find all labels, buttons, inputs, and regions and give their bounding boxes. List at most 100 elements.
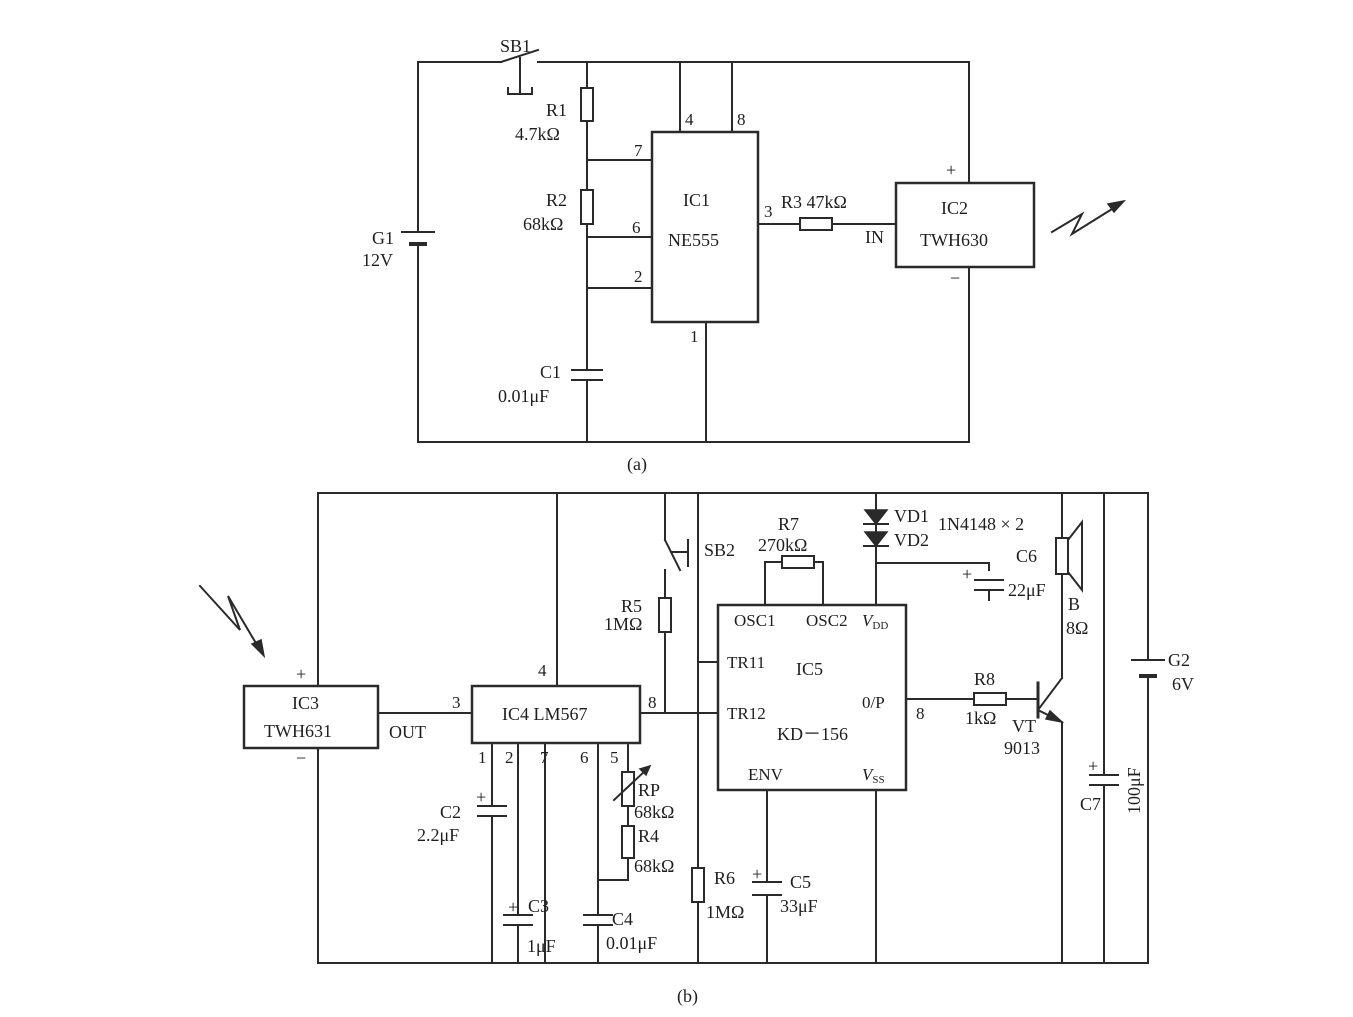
ic4-pin-5: 5 [610,748,619,767]
ic1-label: IC1 [683,190,710,210]
ic2-plus: + [946,160,956,180]
g1-label: G1 [372,228,394,248]
ic1-value: NE555 [668,230,719,250]
r1-resistor [580,87,594,122]
r3-label: R3 47kΩ [781,192,847,212]
ic1-pin-8: 8 [737,110,746,129]
vd1-label: VD1 [894,506,929,526]
ic5-pin-vss: VSS [862,765,885,786]
r8-resistor [973,692,1007,706]
ic5-pin-env: ENV [748,765,784,784]
ic4-pin-6: 6 [580,748,589,767]
r2-resistor [580,189,594,225]
sb1-switch: SB1 [499,36,540,95]
ic5-kd156 [716,603,908,792]
r5-label: R5 [621,596,642,616]
ic2-twh630 [894,181,1036,269]
ic5-pin-vdd: VDD [862,611,888,632]
ic5-pin-tr11: TR11 [727,653,765,672]
r2-label: R2 [546,190,567,210]
g1-battery [401,231,435,257]
c2-plus: + [476,787,486,807]
rp-potentiometer [621,771,635,807]
c6-label: C6 [1016,546,1037,566]
c2-value: 2.2μF [417,825,459,845]
vt-value: 9013 [1004,738,1040,758]
r6-resistor [691,867,705,903]
ic5-pin-osc1: OSC1 [734,611,776,630]
c6-capacitor [974,579,1004,591]
c4-label: C4 [612,909,633,929]
c3-label: C3 [528,896,549,916]
ic4-pin-2: 2 [505,748,514,767]
c6-value: 22μF [1008,580,1046,600]
ic1-pin-7: 7 [634,141,643,160]
out-label: OUT [389,722,426,742]
rp-label: RP [638,780,660,800]
c1-value: 0.01μF [498,386,549,406]
vd-value: 1N4148 × 2 [938,514,1024,534]
ic4-pin-7: 7 [540,748,549,767]
r5-resistor [658,597,672,633]
vd2-label: VD2 [894,530,929,550]
ic5-pin-op: 0/P [862,693,885,712]
c7-capacitor [1089,774,1119,786]
ic3-label: IC3 [292,693,319,713]
ic4-pin-4: 4 [538,661,547,680]
ic2-minus: − [950,268,960,288]
c5-capacitor [752,881,782,896]
r3-resistor [799,217,833,231]
c4-capacitor [583,914,613,926]
r4-resistor [621,825,635,859]
g2-value: 6V [1172,674,1194,694]
ic3-plus: + [296,664,306,684]
ic3-minus: − [296,748,306,768]
vt-transistor [1036,681,1065,724]
g2-label: G2 [1168,650,1190,670]
c5-label: C5 [790,872,811,892]
r1-value: 4.7kΩ [515,124,560,144]
ic5-pin-osc2: OSC2 [806,611,848,630]
c5-value: 33μF [780,896,818,916]
vd1-diode [863,509,889,526]
c2-label: C2 [440,802,461,822]
r1-label: R1 [546,100,567,120]
r2-value: 68kΩ [523,214,563,234]
c7-label: C7 [1080,794,1101,814]
r6-label: R6 [714,868,735,888]
c3-plus: + [508,897,518,917]
b-label: B [1068,594,1080,614]
rp-value: 68kΩ [634,802,674,822]
ic1-pin-3: 3 [764,202,773,221]
vt-label: VT [1012,716,1036,736]
caption-a: (a) [627,454,647,475]
sb2-switch: SB2 [663,538,735,572]
r8-value: 1kΩ [965,708,996,728]
r7-value: 270kΩ [758,535,807,555]
receive-arrow-icon [198,584,266,659]
vd2-diode [863,531,889,548]
ic4-lm567 [470,684,642,745]
b-value: 8Ω [1066,618,1088,638]
r7-label: R7 [778,514,799,534]
ic5-value: KD－156 [777,724,848,744]
ic4-pin-8: 8 [648,693,657,712]
c4-value: 0.01μF [606,933,657,953]
ic1-pin-1: 1 [690,327,699,346]
ic3-twh631 [242,684,380,750]
c6-plus: + [962,564,972,584]
ic1-pin-6: 6 [632,218,641,237]
g2-battery [1131,659,1165,678]
r8-label: R8 [974,669,995,689]
r4-label: R4 [638,826,659,846]
ic3-value: TWH631 [264,721,332,741]
ic1-ne555 [650,130,760,324]
g1-value: 12V [362,250,393,270]
ic4-label: IC4 LM567 [502,704,588,724]
circuit-b: IC3 TWH631 + − OUT IC4 LM567 3 4 8 1 2 7… [198,492,1194,1007]
sb1-label: SB1 [500,36,531,56]
ic4-pin-3: 3 [452,693,461,712]
c1-label: C1 [540,362,561,382]
circuit-a: SB1 R1 4.7kΩ R2 68kΩ C1 0.01μF G1 12V IC… [362,36,1127,475]
